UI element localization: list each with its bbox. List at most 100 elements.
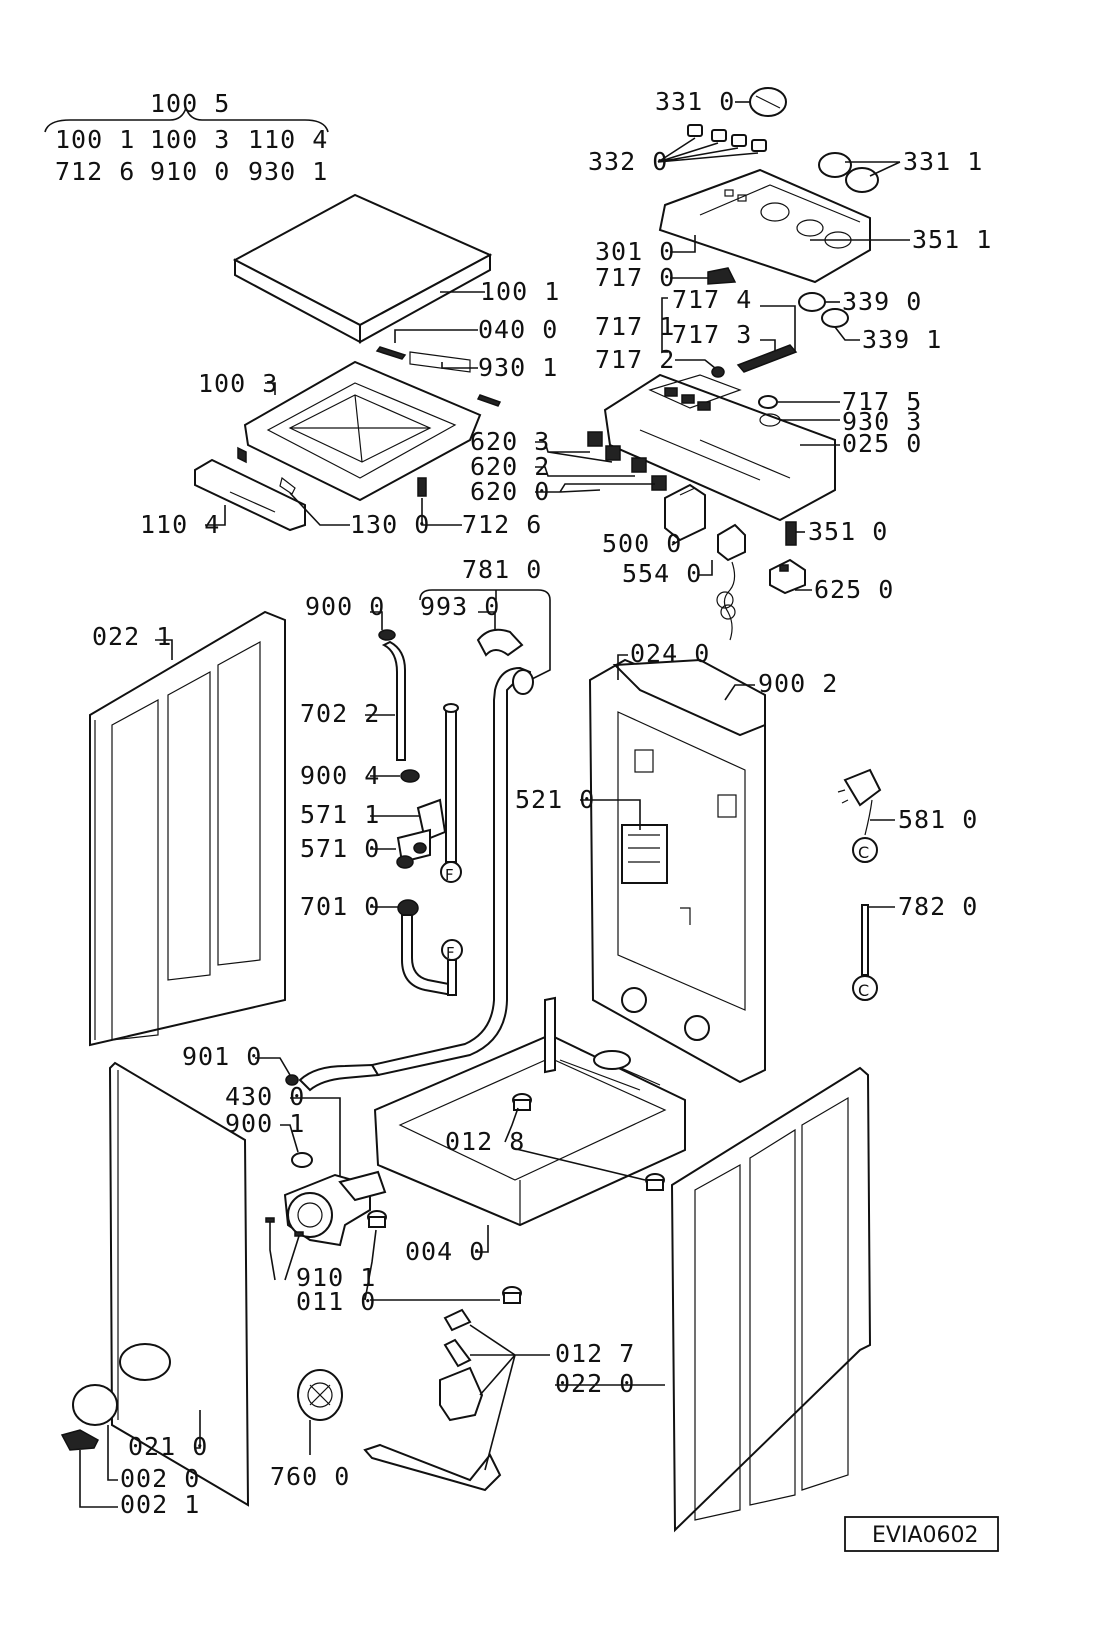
label-717-4: 717 4 [672, 285, 752, 314]
feet-011-0 [367, 1210, 522, 1304]
label-717-1: 717 1 [595, 312, 675, 341]
label-717-2: 717 2 [595, 345, 675, 374]
label-702-2: 702 2 [300, 699, 380, 728]
marker-f-2: F [441, 939, 463, 962]
label-900-1: 900 1 [225, 1109, 305, 1138]
inlet-tube [443, 703, 459, 863]
filter-625-0 [769, 558, 806, 595]
marker-c-2: C [852, 975, 878, 1001]
label-430-0: 430 0 [225, 1082, 305, 1111]
left-side-panel [89, 610, 286, 1047]
fill-hose-702-2 [378, 629, 406, 761]
label-012-8: 012 8 [445, 1127, 525, 1156]
base-frame [373, 996, 686, 1227]
label-701-0: 701 0 [300, 892, 380, 921]
push-buttons-332-0 [687, 124, 767, 152]
label-620-3: 620 3 [470, 427, 550, 456]
label-100-1: 100 1 [480, 277, 560, 306]
label-339-1: 339 1 [862, 325, 942, 354]
top-lid [232, 193, 493, 344]
label-500-0: 500 0 [602, 529, 682, 558]
group-row1-b: 100 3 [150, 125, 230, 154]
selector-parts [711, 292, 849, 378]
rear-panel [588, 658, 766, 1084]
group-row2-b: 910 0 [150, 157, 230, 186]
filter-flap [60, 1384, 118, 1451]
label-351-0: 351 0 [808, 517, 888, 546]
knobs-331-1 [818, 152, 879, 193]
svg-text:F: F [445, 866, 454, 884]
group-brace [44, 105, 329, 133]
label-331-0: 331 0 [655, 87, 735, 116]
front-panel [108, 1061, 250, 1507]
label-025-0: 025 0 [842, 429, 922, 458]
diagram-code: EVIA0602 [872, 1523, 978, 1548]
control-panel-fascia [658, 168, 871, 284]
group-row1-a: 100 1 [55, 125, 135, 154]
svg-text:F: F [446, 944, 455, 962]
svg-text:C: C [858, 981, 869, 1000]
group-row2-c: 930 1 [248, 157, 328, 186]
group-top-label: 100 5 [150, 89, 230, 118]
label-339-0: 339 0 [842, 287, 922, 316]
label-717-0: 717 0 [595, 263, 675, 292]
label-781-0: 781 0 [462, 555, 542, 584]
pressure-switch-554-0 [716, 523, 746, 641]
pump-filter [297, 1369, 343, 1421]
label-004-0: 004 0 [405, 1237, 485, 1266]
drain-hose [298, 628, 534, 1092]
label-040-0: 040 0 [478, 315, 558, 344]
assembly-group: 100 5 100 1 100 3 110 4 712 6 910 0 930 … [44, 89, 329, 186]
drain-pump [283, 1170, 387, 1247]
control-housing [603, 373, 836, 522]
label-625-0: 625 0 [814, 575, 894, 604]
label-620-2: 620 2 [470, 452, 550, 481]
label-901-0: 901 0 [182, 1042, 262, 1071]
inlet-hose-701-0 [397, 899, 457, 997]
right-side-panel [670, 1066, 872, 1533]
label-620-0: 620 0 [470, 477, 550, 506]
label-900-4: 900 4 [300, 761, 380, 790]
label-993-0: 993 0 [420, 592, 500, 621]
marker-c-1: C [852, 837, 878, 863]
label-022-0: 022 0 [555, 1369, 635, 1398]
label-100-3: 100 3 [198, 369, 278, 398]
label-581-0: 581 0 [898, 805, 978, 834]
label-130-0: 130 0 [350, 510, 430, 539]
program-knob-331-0 [749, 87, 787, 117]
label-571-0: 571 0 [300, 834, 380, 863]
label-712-6: 712 6 [462, 510, 542, 539]
label-024-0: 024 0 [630, 639, 710, 668]
label-012-7: 012 7 [555, 1339, 635, 1368]
svg-text:C: C [858, 843, 869, 862]
label-930-1: 930 1 [478, 353, 558, 382]
label-002-1: 002 1 [120, 1490, 200, 1519]
front-trim [194, 446, 306, 532]
label-900-0: 900 0 [305, 592, 385, 621]
label-002-0: 002 0 [120, 1464, 200, 1493]
marker-f-1: F [440, 861, 462, 884]
label-910-1: 910 1 [296, 1263, 376, 1292]
feet-012-8 [512, 1093, 665, 1191]
top-frame [243, 360, 482, 502]
connectors-620 [587, 431, 667, 491]
label-521-0: 521 0 [515, 785, 595, 814]
label-351-1: 351 1 [912, 225, 992, 254]
label-554-0: 554 0 [622, 559, 702, 588]
group-row1-c: 110 4 [248, 125, 328, 154]
label-782-0: 782 0 [898, 892, 978, 921]
valves-571 [396, 798, 447, 869]
label-332-0: 332 0 [588, 147, 668, 176]
label-900-2: 900 2 [758, 669, 838, 698]
label-301-0: 301 0 [595, 237, 675, 266]
label-011-0: 011 0 [296, 1287, 376, 1316]
label-021-0: 021 0 [128, 1432, 208, 1461]
label-760-0: 760 0 [270, 1462, 350, 1491]
label-717-3: 717 3 [672, 320, 752, 349]
label-110-4: 110 4 [140, 510, 220, 539]
door-lock-500-0 [664, 483, 706, 542]
suspension-parts [363, 1308, 502, 1492]
mains-plug [837, 768, 882, 836]
label-022-1: 022 1 [92, 622, 172, 651]
